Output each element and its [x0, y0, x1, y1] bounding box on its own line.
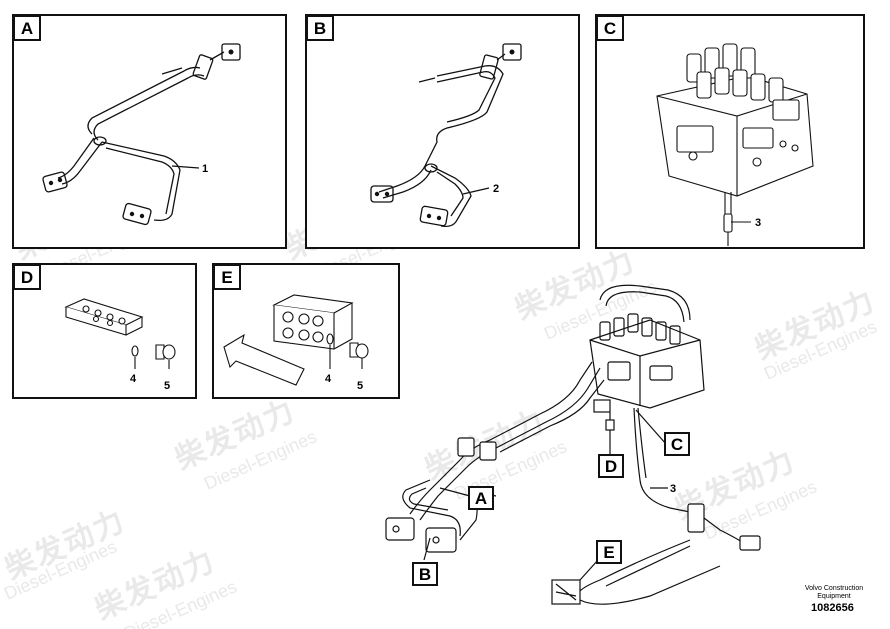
- panel-d: D 4 5: [12, 263, 197, 399]
- panel-b-label: B: [306, 15, 334, 41]
- company-line-2: Equipment: [817, 593, 851, 600]
- main-tag-e: E: [596, 540, 622, 564]
- callout-4: 4: [325, 373, 332, 385]
- callout-1: 1: [202, 163, 208, 175]
- company-caption: Volvo Construction Equipment: [790, 585, 878, 601]
- port-block-d: 4 5: [64, 298, 176, 392]
- callout-5: 5: [164, 380, 170, 392]
- panel-c-label: C: [596, 15, 624, 41]
- panel-e-label: E: [213, 264, 241, 290]
- panel-c: C: [595, 14, 865, 249]
- panel-a: A: [12, 14, 287, 249]
- main-tag-a: A: [468, 486, 494, 510]
- document-number: 1082656: [811, 602, 854, 614]
- company-line-1: Volvo Construction: [804, 585, 864, 592]
- panel-e: E 4 5: [212, 263, 400, 399]
- pipe-assembly-b: 2: [370, 43, 522, 228]
- control-valve-c: 3: [656, 43, 814, 246]
- main-tag-b: B: [412, 562, 438, 586]
- callout-3: 3: [755, 217, 761, 229]
- callout-5: 5: [357, 380, 363, 392]
- main-callout-3: 3: [670, 483, 676, 495]
- port-block-e: 4 5: [223, 294, 369, 392]
- panel-d-label: D: [13, 264, 41, 290]
- main-tag-d: D: [598, 454, 624, 478]
- callout-2: 2: [493, 183, 499, 195]
- callout-4: 4: [130, 373, 137, 385]
- pipe-assembly-a: 1: [42, 43, 241, 226]
- panel-a-label: A: [13, 15, 41, 41]
- panel-b: B 2: [305, 14, 580, 249]
- main-tag-c: C: [664, 432, 690, 456]
